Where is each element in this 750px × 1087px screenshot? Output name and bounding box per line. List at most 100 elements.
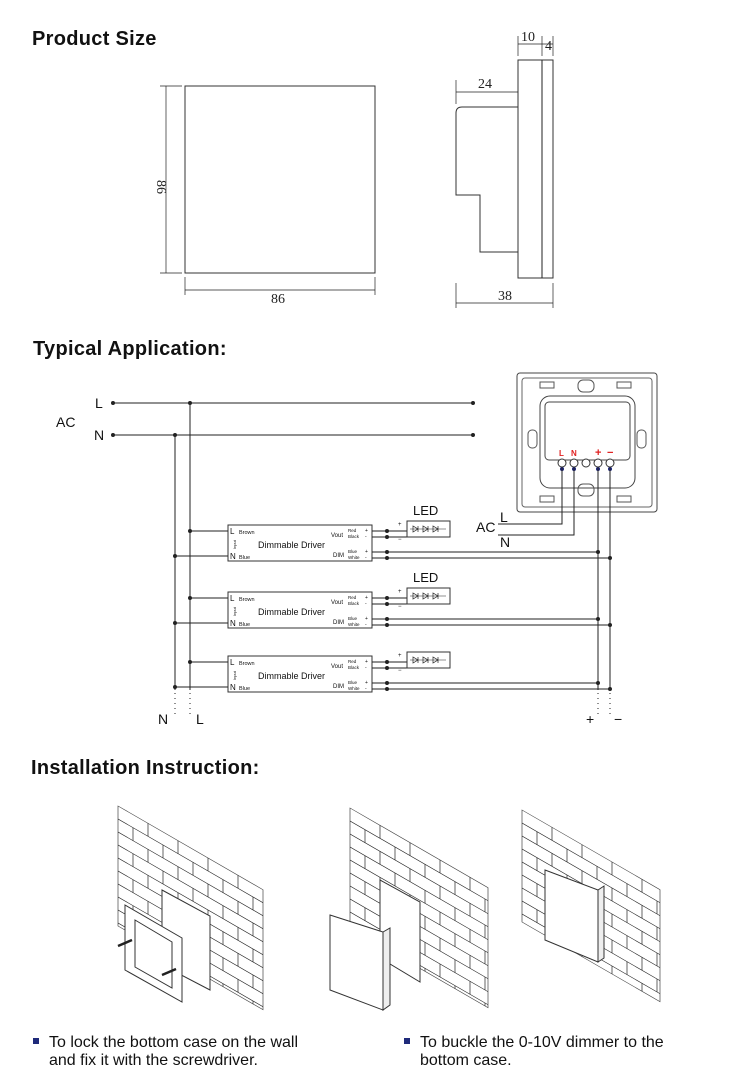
driver-n: N — [230, 683, 236, 692]
terminal-label: + — [595, 447, 601, 459]
driver-brown: Brown — [239, 661, 255, 667]
driver-dim: DIM — [333, 684, 344, 690]
led-plus: + — [398, 589, 402, 595]
driver-dim: DIM — [333, 553, 344, 559]
driver-red: Red — [348, 528, 357, 533]
driver-l: L — [230, 658, 235, 667]
bottom-label-l: L — [196, 711, 204, 727]
driver-vout: Vout — [331, 664, 343, 670]
driver-blue: Blue — [239, 555, 250, 561]
mains-lines: L N AC N L + − — [56, 395, 622, 727]
driver-dim: DIM — [333, 620, 344, 626]
led-plus: + — [398, 653, 402, 659]
terminal-screw — [605, 458, 615, 468]
driver-n: N — [230, 619, 236, 628]
driver-red: Red — [348, 595, 357, 600]
dim-plate: 10 — [521, 30, 535, 45]
section-title-installation: Installation Instruction: — [31, 757, 260, 779]
driver-blue-out: Blue — [348, 680, 358, 685]
driver-vout: Vout — [331, 600, 343, 606]
driver-dim-minus: - — [365, 622, 367, 628]
driver-dim-plus: + — [365, 549, 368, 555]
screw-icon — [117, 938, 133, 948]
side-view: 10 4 24 38 — [455, 30, 554, 308]
driver-dim-plus: + — [365, 616, 368, 622]
bottom-case-window — [134, 919, 173, 989]
dim-box: 24 — [478, 77, 492, 92]
dimmer-installed — [544, 869, 599, 963]
driver-minus: - — [365, 665, 367, 671]
driver-brown: Brown — [239, 597, 255, 603]
led-minus: − — [398, 537, 402, 543]
terminal-screw — [557, 458, 567, 468]
driver-minus: - — [365, 534, 367, 540]
caption-step-1: To lock the bottom case on the wall and … — [33, 1034, 298, 1070]
driver-black: Black — [348, 534, 360, 539]
driver-title: Dimmable Driver — [258, 540, 325, 550]
driver-blue-out: Blue — [348, 549, 358, 554]
driver-blue-out: Blue — [348, 616, 358, 621]
driver-l: L — [230, 594, 235, 603]
driver-plus: + — [365, 659, 368, 665]
driver-brown: Brown — [239, 530, 255, 536]
terminal-screw — [593, 458, 603, 468]
dimmer-installed-side — [597, 885, 605, 963]
installation-illustrations — [117, 805, 661, 1011]
driver-dim-minus: - — [365, 555, 367, 561]
driver-title: Dimmable Driver — [258, 671, 325, 681]
bottom-label-minus: − — [614, 711, 622, 727]
terminal-screw — [569, 458, 579, 468]
driver-white: White — [348, 622, 360, 627]
driver-white: White — [348, 686, 360, 691]
screw-icon — [161, 967, 177, 977]
driver-black: Black — [348, 601, 360, 606]
driver-dim-plus: + — [365, 680, 368, 686]
driver-minus: - — [365, 601, 367, 607]
section-title-product-size: Product Size — [32, 28, 157, 50]
driver-red: Red — [348, 659, 357, 664]
controller-l-label: L — [500, 509, 508, 525]
dim-total: 38 — [498, 289, 512, 304]
driver-title: Dimmable Driver — [258, 607, 325, 617]
driver-input: Input — [232, 670, 237, 680]
driver-black: Black — [348, 665, 360, 670]
dimmer-panel-side — [382, 927, 391, 1011]
dim-front-height: 86 — [153, 180, 168, 194]
controller-ac-label: AC — [476, 519, 495, 535]
led-minus: − — [398, 668, 402, 674]
driver-input: Input — [232, 606, 237, 616]
led-label: LED — [413, 503, 438, 518]
terminal-label: N — [571, 449, 577, 458]
section-title-typical-application: Typical Application: — [33, 338, 227, 360]
driver-white: White — [348, 555, 360, 560]
led-plus: + — [398, 522, 402, 528]
bottom-label-n: N — [158, 711, 168, 727]
led-minus: − — [398, 604, 402, 610]
terminal-label: − — [607, 447, 613, 459]
driver-plus: + — [365, 528, 368, 534]
terminal-screw — [581, 458, 591, 468]
driver-blue: Blue — [239, 622, 250, 628]
label-n: N — [94, 427, 104, 443]
led-label: LED — [413, 570, 438, 585]
label-l: L — [95, 395, 103, 411]
driver-n: N — [230, 552, 236, 561]
driver-blue: Blue — [239, 686, 250, 692]
driver-input: Input — [232, 539, 237, 549]
front-view: 86 86 — [153, 85, 376, 307]
dim-front: 4 — [545, 39, 552, 54]
dimmer-panel — [329, 914, 384, 1011]
caption-step-2: To buckle the 0-10V dimmer to the bottom… — [404, 1034, 664, 1070]
controller-n-label: N — [500, 534, 510, 550]
driver-plus: + — [365, 595, 368, 601]
terminal-label: L — [559, 449, 564, 458]
dim-front-width: 86 — [271, 292, 285, 307]
bullet-icon — [33, 1037, 39, 1044]
